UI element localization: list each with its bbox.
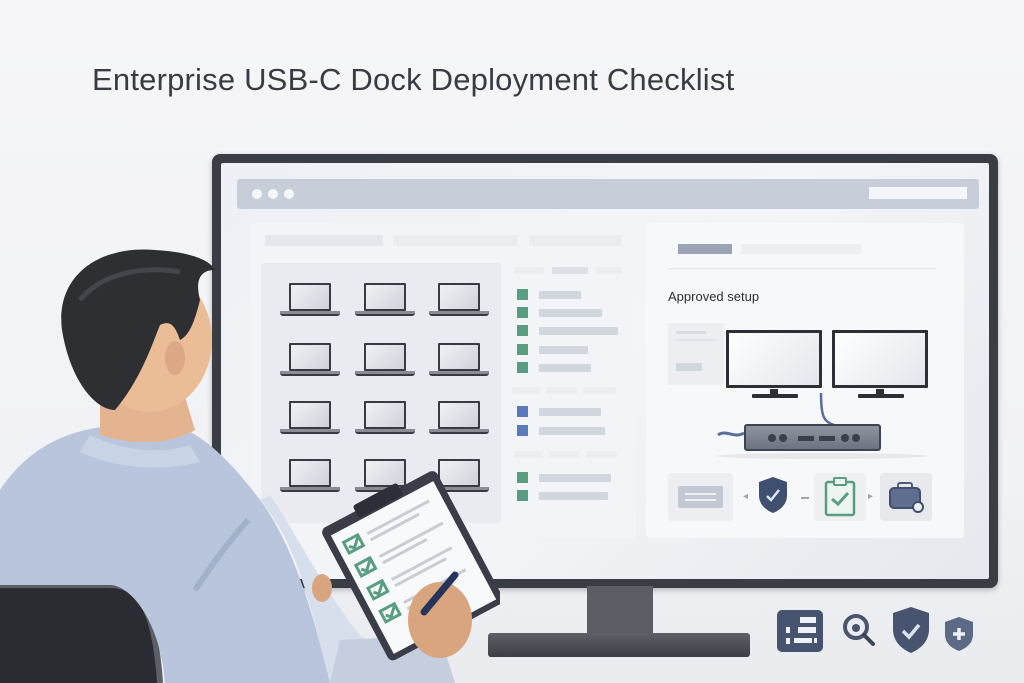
- status-square: [517, 362, 528, 373]
- laptop-icon[interactable]: [280, 343, 340, 379]
- item-label-placeholder: [539, 474, 611, 482]
- item-label-placeholder: [539, 309, 602, 317]
- item-label-placeholder: [539, 346, 588, 354]
- laptop-icon[interactable]: [355, 283, 415, 319]
- search-icon[interactable]: [838, 610, 880, 652]
- laptop-icon[interactable]: [280, 283, 340, 319]
- monitor-stand-neck: [587, 586, 653, 641]
- checklist-header: [512, 387, 540, 394]
- arrow-right-icon: ▸: [868, 491, 874, 502]
- section-title: Approved setup: [668, 289, 760, 304]
- checklist-header: [552, 267, 588, 274]
- display-icon: [832, 330, 928, 388]
- checklist-header: [514, 451, 543, 458]
- config-card: [668, 323, 724, 385]
- item-label-placeholder: [539, 427, 605, 435]
- checklist-header: [546, 387, 577, 394]
- browser-toolbar: [237, 179, 979, 209]
- window-control-dot[interactable]: [284, 189, 294, 199]
- laptop-icon[interactable]: [429, 343, 489, 379]
- device-grid: [261, 263, 501, 523]
- briefcase-icon[interactable]: [880, 473, 932, 521]
- arrow-left-icon: ◂: [743, 491, 749, 502]
- window-control-dot[interactable]: [268, 189, 278, 199]
- display-icon: [726, 330, 822, 388]
- laptop-icon[interactable]: [355, 343, 415, 379]
- approved-setup-panel: Approved setup: [646, 223, 964, 538]
- placeholder-tab[interactable]: [529, 235, 621, 246]
- placeholder-tab[interactable]: [393, 235, 517, 246]
- laptop-icon[interactable]: [429, 283, 489, 319]
- laptop-icon[interactable]: [280, 401, 340, 437]
- status-square: [517, 425, 528, 436]
- panel-tab-active[interactable]: [678, 244, 732, 254]
- item-label-placeholder: [539, 408, 601, 416]
- cable-icon: [717, 392, 835, 437]
- laptop-icon[interactable]: [355, 401, 415, 437]
- checklist-header: [596, 267, 622, 274]
- person-illustration: [0, 249, 500, 683]
- item-label-placeholder: [539, 327, 618, 335]
- address-bar[interactable]: [869, 187, 967, 199]
- item-label-placeholder: [539, 291, 581, 299]
- checklist-header: [514, 267, 544, 274]
- status-square: [517, 490, 528, 501]
- checklist-icon[interactable]: [776, 609, 824, 653]
- laptop-icon[interactable]: [429, 401, 489, 437]
- status-square: [517, 325, 528, 336]
- chair: [0, 585, 160, 683]
- laptop-icon[interactable]: [429, 459, 489, 495]
- shield-check-icon[interactable]: [890, 605, 932, 655]
- item-label-placeholder: [539, 364, 591, 372]
- monitor-stand-base: [488, 633, 750, 657]
- status-square: [517, 472, 528, 483]
- status-square: [517, 289, 528, 300]
- checklist-header: [549, 451, 579, 458]
- shield-check-icon[interactable]: [756, 475, 790, 515]
- window-control-dot[interactable]: [252, 189, 262, 199]
- document-icon[interactable]: [668, 473, 733, 521]
- status-square: [517, 406, 528, 417]
- status-square: [517, 344, 528, 355]
- checklist-header: [586, 451, 617, 458]
- page-title: Enterprise USB-C Dock Deployment Checkli…: [92, 62, 735, 97]
- panel-tab[interactable]: [741, 244, 861, 254]
- shield-plus-icon[interactable]: [942, 615, 976, 653]
- laptop-icon[interactable]: [280, 459, 340, 495]
- checklist-header: [583, 387, 616, 394]
- clipboard-check-icon[interactable]: [814, 473, 866, 521]
- placeholder-tab[interactable]: [265, 235, 383, 246]
- divider: [668, 268, 936, 269]
- usb-c-dock-icon: [744, 424, 881, 451]
- dash-connector: [801, 497, 809, 499]
- item-label-placeholder: [539, 492, 608, 500]
- status-square: [517, 307, 528, 318]
